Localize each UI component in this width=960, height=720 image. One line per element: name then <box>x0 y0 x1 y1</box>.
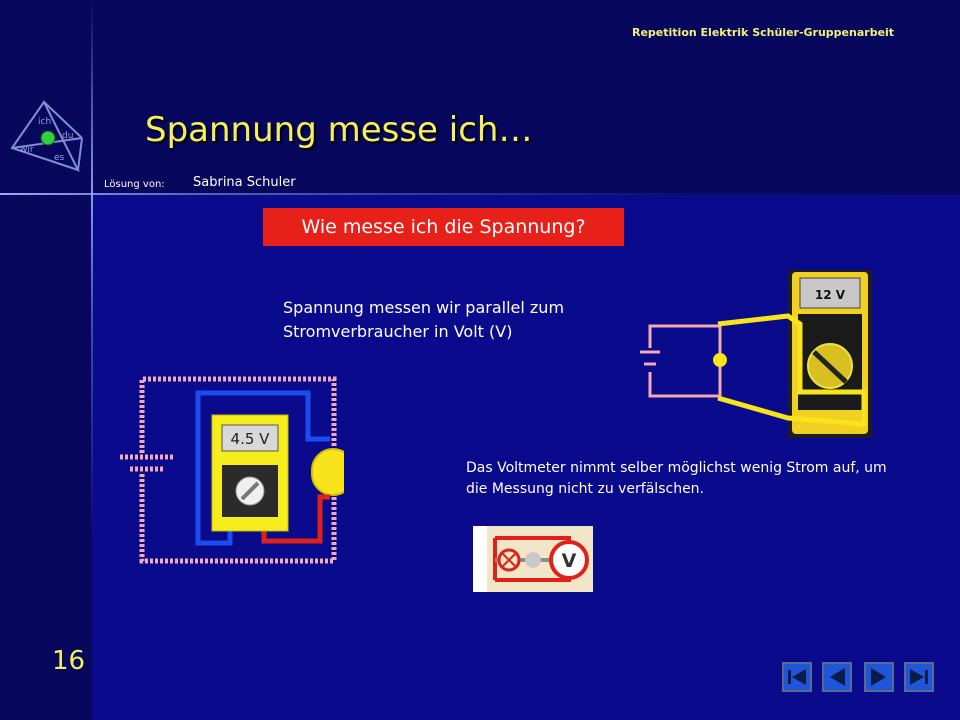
circuit-meter-figure: 4.5 V <box>120 376 344 564</box>
header-band <box>0 0 960 195</box>
logo-word: du <box>62 131 73 141</box>
logo-word: es <box>54 153 65 163</box>
last-slide-button[interactable] <box>904 662 934 692</box>
header-caption: Repetition Elektrik Schüler-Gruppenarbei… <box>632 26 895 39</box>
circuit-meter-reading: 4.5 V <box>231 430 271 448</box>
voltmeter-explanation-text: Das Voltmeter nimmt selber möglichst wen… <box>466 460 887 497</box>
solution-label: Lösung von: <box>104 179 165 190</box>
solution-author: Sabrina Schuler <box>193 175 296 190</box>
previous-slide-button[interactable] <box>822 662 852 692</box>
logo-word: wir <box>20 145 34 155</box>
multimeter-photo-figure: 12 V <box>640 270 872 438</box>
slide-title: Spannung messe ich… <box>145 110 533 150</box>
first-slide-button[interactable] <box>782 662 812 692</box>
voltmeter-symbol-figure: V <box>473 526 593 592</box>
logo-word: ich <box>38 117 51 127</box>
question-box: Wie messe ich die Spannung? <box>263 208 624 246</box>
slide-number: 16 <box>52 646 86 676</box>
left-band <box>0 195 92 720</box>
logo-tetrahedron-icon: ich du wir es <box>10 100 83 172</box>
parallel-measure-text: Spannung messen wir parallel zum Stromve… <box>283 298 565 341</box>
next-slide-button[interactable] <box>864 662 894 692</box>
header-divider <box>0 193 960 195</box>
left-divider <box>91 0 93 720</box>
voltmeter-symbol-label: V <box>562 550 577 572</box>
photo-meter-reading: 12 V <box>815 288 846 302</box>
